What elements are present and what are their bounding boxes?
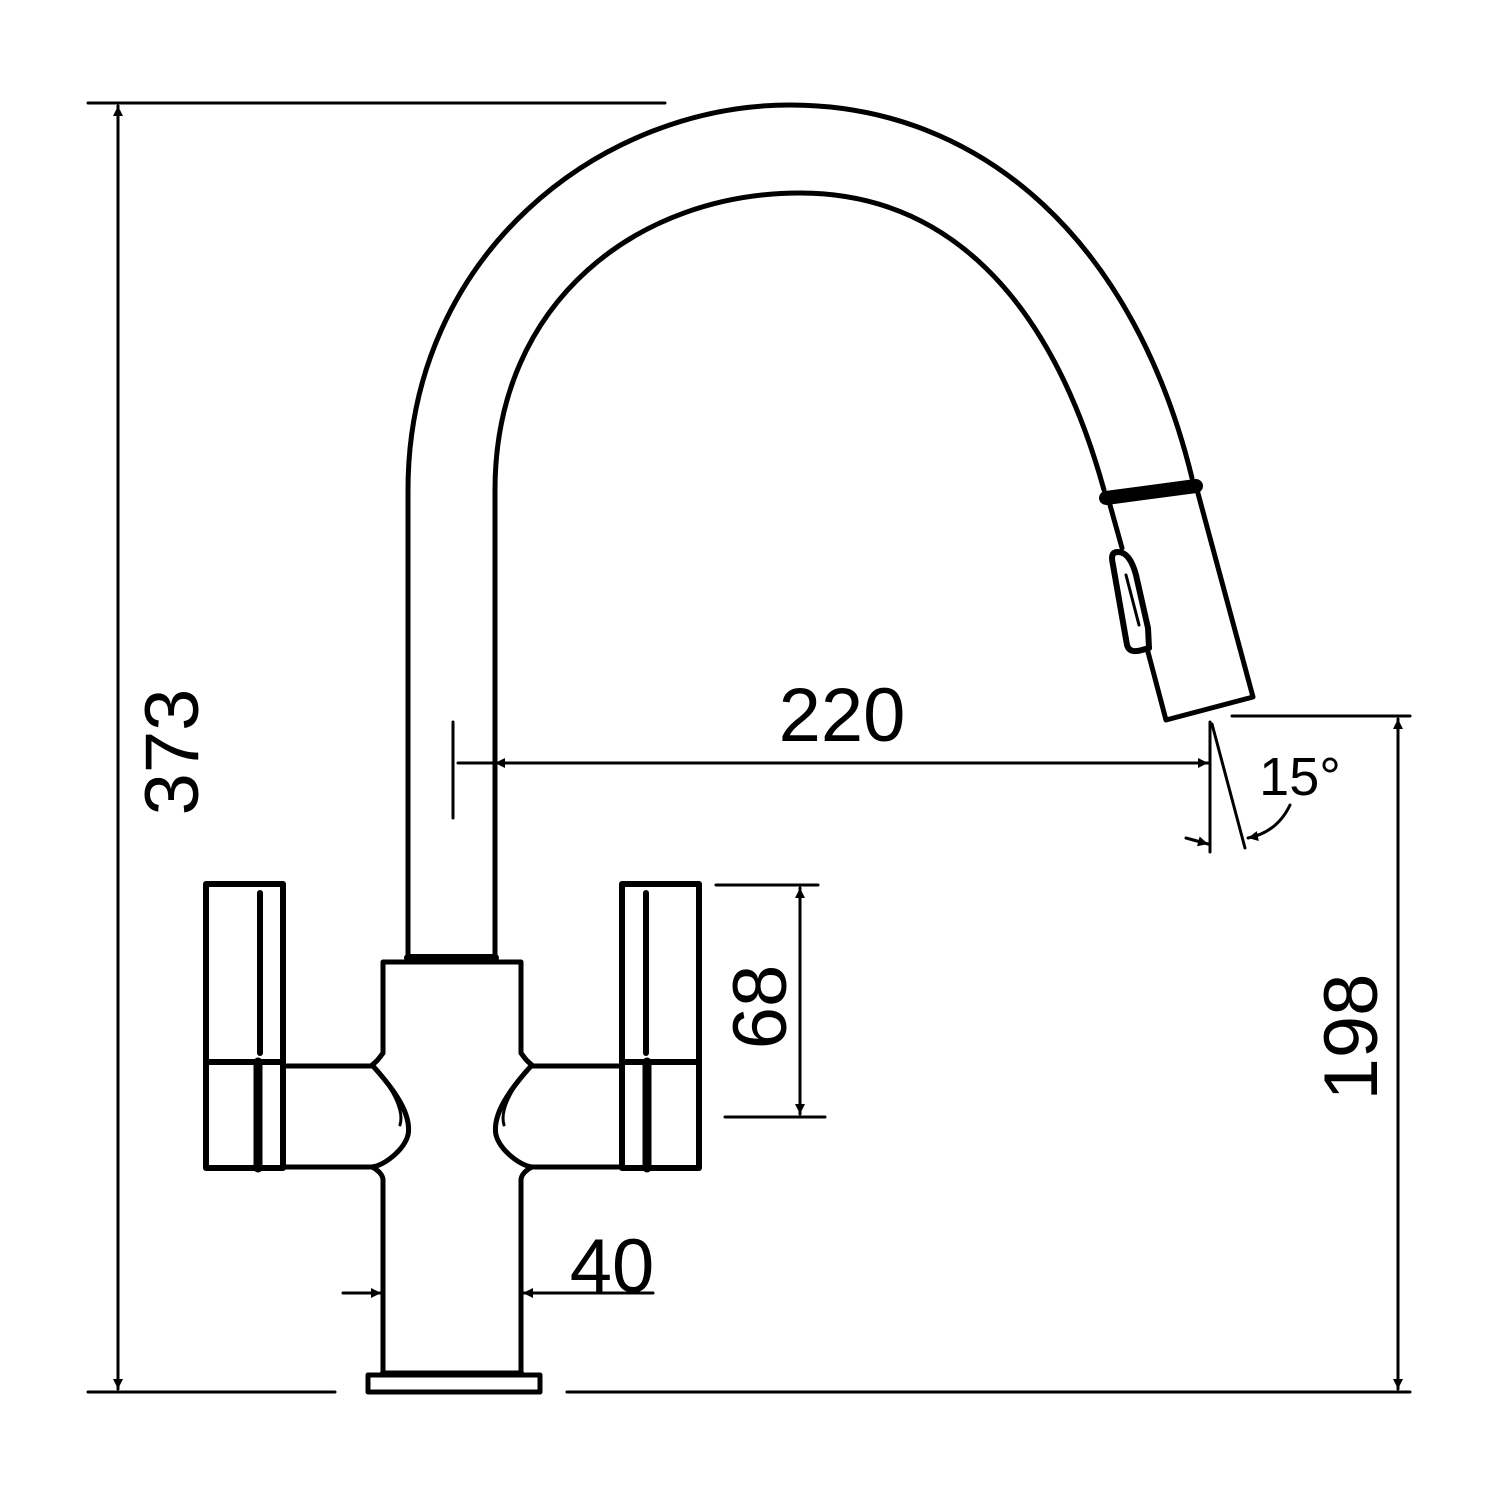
tap-body — [365, 954, 543, 1395]
dimension-reach: 220 — [451, 673, 1210, 820]
handle-height-label: 68 — [718, 965, 803, 1050]
left-handle — [203, 881, 375, 1173]
dimension-outlet-height: 198 — [1309, 717, 1403, 1391]
spray-angle-label: 15° — [1259, 747, 1341, 807]
reach-label: 220 — [779, 673, 906, 758]
spray-head — [1099, 479, 1256, 723]
right-handle — [529, 881, 702, 1173]
body-diameter-label: 40 — [570, 1224, 655, 1309]
base-plate — [365, 1372, 543, 1395]
dimension-handle-height: 68 — [714, 883, 827, 1119]
outlet-height-label: 198 — [1309, 974, 1394, 1101]
total-height-label: 373 — [130, 689, 215, 816]
dimension-body-diameter: 40 — [341, 1224, 655, 1309]
dimension-spray-angle: 15° — [1184, 720, 1341, 854]
dimension-total-height: 373 — [113, 104, 215, 1391]
reference-lines — [86, 101, 1412, 1394]
spray-trigger — [1109, 549, 1152, 655]
spout — [405, 102, 1195, 958]
